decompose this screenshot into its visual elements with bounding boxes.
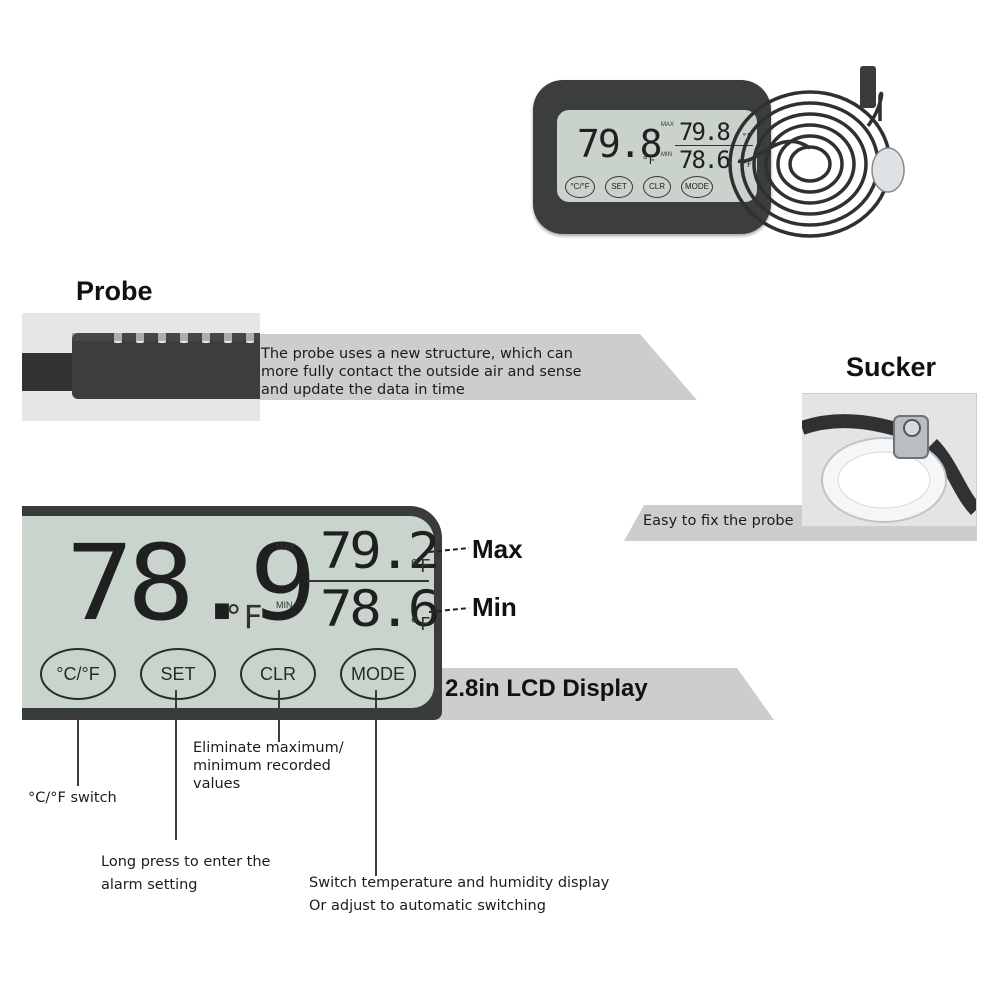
lcd-mode-button[interactable]: MODE <box>340 648 416 700</box>
clr-caption: Eliminate maximum/ minimum recorded valu… <box>193 739 344 793</box>
probe-description-line: and update the data in time <box>261 382 465 398</box>
probe-heading: Probe <box>76 276 153 306</box>
probe-closeup-image <box>22 313 260 421</box>
device-max-label: MAX <box>661 122 675 128</box>
lcd-main-reading: 78.9 <box>66 522 317 644</box>
clr-caption-line: Eliminate maximum/ <box>193 740 344 756</box>
min-callout: Min <box>472 592 517 622</box>
lcd-main-unit: °F <box>224 598 263 636</box>
sucker-closeup-image <box>802 394 976 526</box>
set-callout-line <box>175 690 177 840</box>
device-min-unit: °F <box>742 160 752 169</box>
device-divider <box>675 145 753 146</box>
clr-caption-line: values <box>193 776 241 792</box>
lcd-divider <box>307 580 429 582</box>
lcd-min-reading: 78.6 <box>320 580 440 638</box>
probe-head-icon <box>860 66 876 108</box>
device-main-reading: 79.8 <box>577 122 663 166</box>
suction-cup-icon <box>871 147 905 193</box>
device-unit-button[interactable]: °C/°F <box>565 176 595 198</box>
lcd-screen: 78.9 °F MAX 79.2 °F MIN 78.6 °F °C/°F SE… <box>22 516 440 708</box>
set-caption-line: Long press to enter the <box>101 854 271 870</box>
lcd-max-reading: 79.2 <box>320 522 440 580</box>
max-callout: Max <box>472 534 523 564</box>
lcd-banner <box>437 668 774 720</box>
mode-caption-line: Switch temperature and humidity display <box>309 875 610 891</box>
lcd-set-button[interactable]: SET <box>140 648 216 700</box>
clr-callout-line <box>278 690 280 742</box>
coiled-cable-icon <box>728 66 905 238</box>
lcd-unit-button[interactable]: °C/°F <box>40 648 116 700</box>
device-max-unit: °F <box>742 132 752 141</box>
mode-callout-line <box>375 690 377 876</box>
device-lcd-screen: 79.8 °F MAX 79.8 °F MIN 78.6 °F °C/°F SE… <box>557 110 757 202</box>
max-min-leaders <box>428 547 470 613</box>
mode-caption-line: Or adjust to automatic switching <box>309 898 546 914</box>
unit-callout-line <box>77 708 79 786</box>
lcd-max-unit: °F <box>409 556 431 577</box>
probe-description-line: more fully contact the outside air and s… <box>261 364 582 380</box>
clr-caption-line: minimum recorded <box>193 758 331 774</box>
sucker-icon <box>802 414 976 523</box>
unit-switch-caption: °C/°F switch <box>28 790 117 806</box>
lcd-display-closeup: 78.9 °F MAX 79.2 °F MIN 78.6 °F °C/°F SE… <box>22 506 442 720</box>
device-max-reading: 79.8 <box>679 118 731 146</box>
lcd-min-label: MIN <box>276 600 293 610</box>
lcd-banner-label: 2.8in LCD Display <box>445 675 648 702</box>
device-min-label: MIN <box>661 152 672 158</box>
device-min-reading: 78.6 <box>679 146 731 174</box>
set-caption-line: alarm setting <box>101 877 198 893</box>
device-clr-button[interactable]: CLR <box>643 176 671 198</box>
set-caption: Long press to enter the alarm setting <box>101 851 270 897</box>
probe-description: The probe uses a new structure, which ca… <box>261 345 681 399</box>
device-set-button[interactable]: SET <box>605 176 633 198</box>
sucker-heading: Sucker <box>846 352 937 382</box>
lcd-max-label: MAX <box>276 542 296 552</box>
mode-caption: Switch temperature and humidity display … <box>309 872 609 918</box>
lcd-min-unit: °F <box>409 614 431 635</box>
probe-icon <box>22 329 260 399</box>
device-mode-button[interactable]: MODE <box>681 176 713 198</box>
probe-banner <box>255 334 697 400</box>
device-main-unit: °F <box>642 154 656 167</box>
sucker-caption: Easy to fix the probe <box>643 513 794 529</box>
probe-description-line: The probe uses a new structure, which ca… <box>261 346 573 362</box>
